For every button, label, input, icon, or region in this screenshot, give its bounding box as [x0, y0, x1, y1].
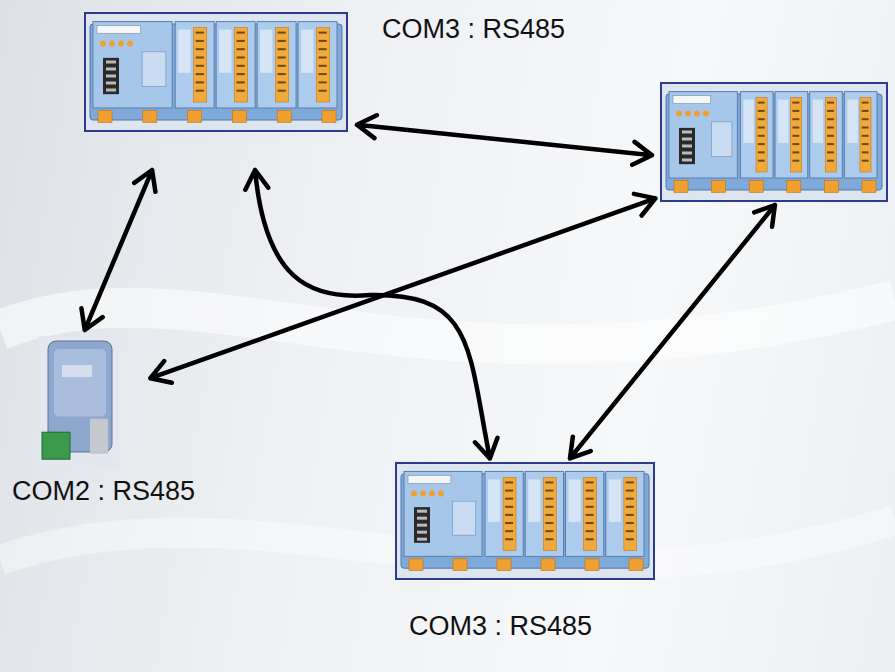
double-arrow [81, 170, 155, 330]
io-rack-unit: COM3 : RS485 [84, 12, 348, 132]
double-arrow [357, 115, 652, 164]
converter-module: COM2 : RS485 [38, 335, 120, 470]
io-rack-unit: COM3 : RS485 [395, 462, 655, 580]
double-arrow [245, 170, 497, 458]
double-arrow [570, 205, 775, 458]
port-label: COM3 : RS485 [382, 14, 565, 45]
port-label: COM2 : RS485 [12, 476, 195, 507]
port-label: COM3 : RS485 [409, 611, 592, 642]
double-arrow [150, 194, 655, 383]
io-rack-unit [660, 82, 888, 202]
